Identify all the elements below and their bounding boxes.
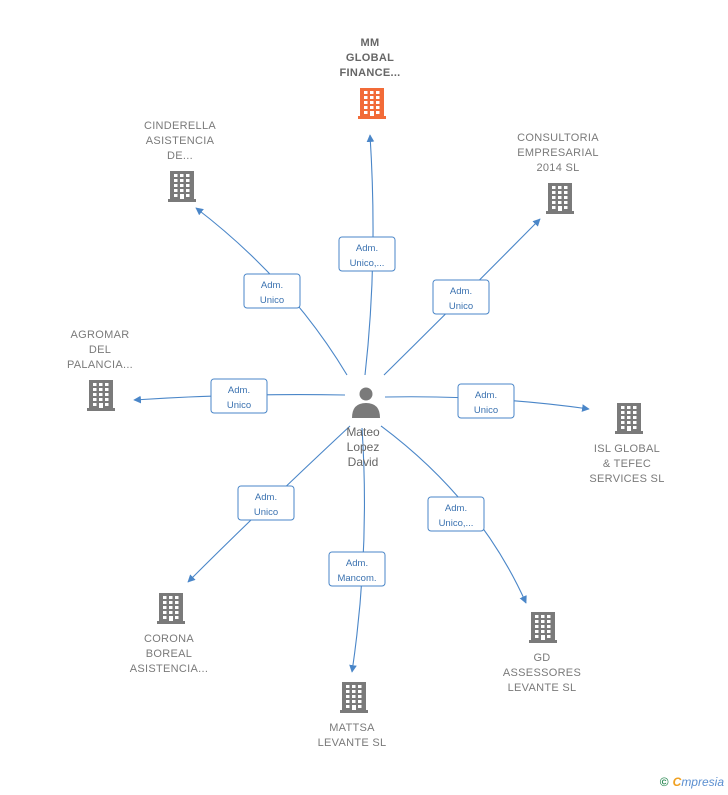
person-name-line: David [348,455,379,469]
company-name-line: BOREAL [146,648,192,660]
building-icon[interactable] [157,593,185,624]
company-label-mattsa[interactable]: MATTSA LEVANTE SL [318,722,387,749]
copyright-symbol: © [659,775,669,789]
company-label-mm-global[interactable]: MM GLOBAL FINANCE... [339,37,400,79]
company-name-line: ASISTENCIA... [130,663,208,675]
building-icon[interactable] [358,88,386,119]
building-icon[interactable] [615,403,643,434]
company-name-line: ASSESSORES [503,667,581,679]
edge-mattsa [349,427,366,673]
role-text: Unico [227,400,251,411]
brand-logo-letter: C [672,775,682,789]
role-text: Unico [260,295,284,306]
role-text: Adm. [475,390,497,401]
role-label-gd-assessores[interactable]: Adm. Unico,... [427,496,485,532]
role-label-consultoria[interactable]: Adm. Unico [432,279,490,315]
role-text: Adm. [255,492,277,503]
company-name-line: LEVANTE SL [508,682,577,694]
role-label-mattsa[interactable]: Adm. Mancom. [328,551,386,587]
role-label-cinderella[interactable]: Adm. Unico [243,273,301,309]
building-icon[interactable] [529,612,557,643]
company-label-corona-boreal[interactable]: CORONA BOREAL ASISTENCIA... [130,633,208,675]
role-text: Unico [474,405,498,416]
company-name-line: GD [533,652,550,664]
building-icon[interactable] [168,171,196,202]
role-text: Unico [254,507,278,518]
company-label-agromar[interactable]: AGROMAR DEL PALANCIA... [67,329,133,371]
company-label-consultoria[interactable]: CONSULTORIA EMPRESARIAL 2014 SL [517,132,599,174]
company-name-line: DE... [167,150,193,162]
person-name-line: Lopez [347,440,380,454]
person-icon-body [352,403,380,418]
role-label-isl-global[interactable]: Adm. Unico [457,383,515,419]
role-text: Unico,... [439,518,474,529]
company-name-line: 2014 SL [536,162,579,174]
company-name-line: ISL GLOBAL [594,443,660,455]
company-name-line: MATTSA [329,722,375,734]
building-icon[interactable] [340,682,368,713]
role-text: Unico [449,301,473,312]
brand-name: mpresia [681,775,724,789]
company-label-isl-global[interactable]: ISL GLOBAL & TEFEC SERVICES SL [589,443,664,485]
role-text: Adm. [346,558,368,569]
company-name-line: EMPRESARIAL [517,147,599,159]
role-text: Adm. [450,286,472,297]
role-label-agromar[interactable]: Adm. Unico [210,378,268,414]
company-name-line: GLOBAL [346,52,394,64]
role-label-mm-global[interactable]: Adm. Unico,... [338,236,396,272]
footer-brand: ©Cmpresia [660,775,724,789]
company-name-line: ASISTENCIA [146,135,215,147]
role-text: Adm. [356,243,378,254]
company-name-line: MM [361,37,380,49]
company-label-gd-assessores[interactable]: GD ASSESSORES LEVANTE SL [503,652,581,694]
role-text: Adm. [228,385,250,396]
person-icon [359,387,373,401]
company-name-line: CONSULTORIA [517,132,599,144]
role-label-corona-boreal[interactable]: Adm. Unico [237,485,295,521]
role-text: Mancom. [337,573,376,584]
role-text: Unico,... [350,258,385,269]
company-name-line: CINDERELLA [144,120,216,132]
company-name-line: SERVICES SL [589,473,664,485]
company-name-line: CORONA [144,633,194,645]
building-icon[interactable] [87,380,115,411]
building-icon[interactable] [546,183,574,214]
company-name-line: LEVANTE SL [318,737,387,749]
company-name-line: AGROMAR [71,329,130,341]
company-name-line: & TEFEC [603,458,651,470]
role-text: Adm. [445,503,467,514]
person-name-line: Mateo [346,425,380,439]
company-name-line: PALANCIA... [67,359,133,371]
company-name-line: DEL [89,344,111,356]
company-name-line: FINANCE... [339,67,400,79]
role-text: Adm. [261,280,283,291]
company-label-cinderella[interactable]: CINDERELLA ASISTENCIA DE... [144,120,216,162]
